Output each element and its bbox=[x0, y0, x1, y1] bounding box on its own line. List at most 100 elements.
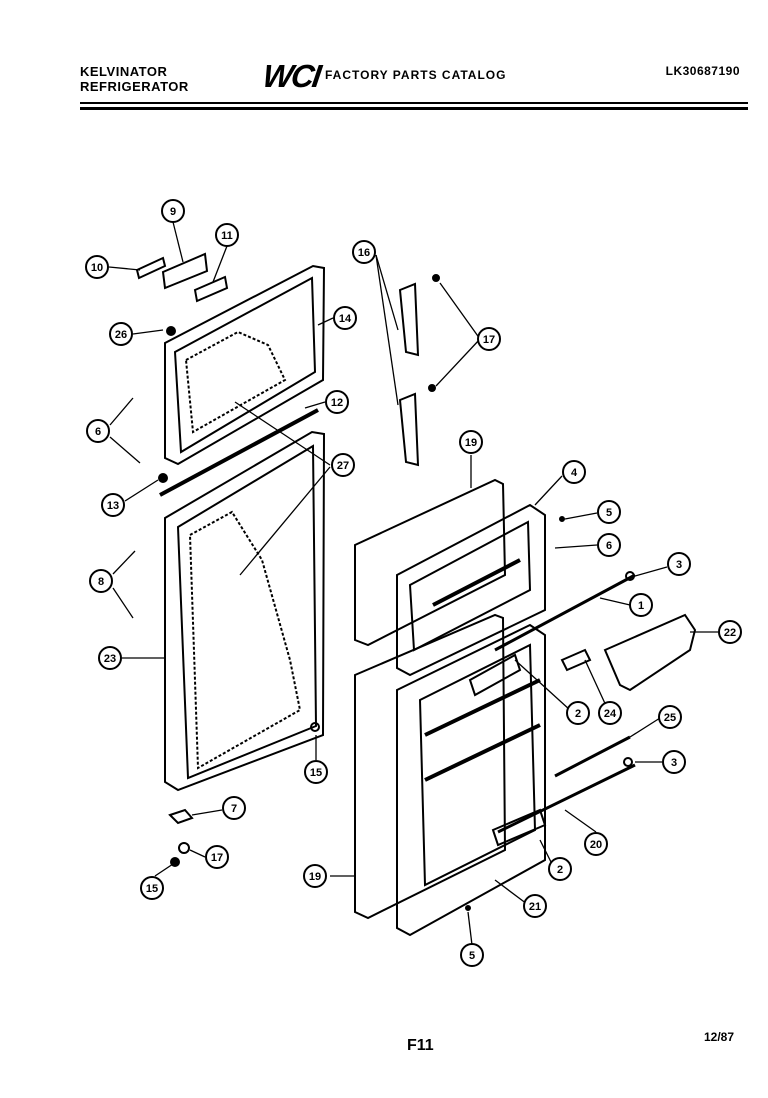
callout-circle bbox=[98, 646, 122, 670]
cover-22 bbox=[603, 613, 697, 692]
callout-c1: 1 bbox=[629, 593, 653, 617]
callout-circle bbox=[333, 306, 357, 330]
part-26 bbox=[166, 326, 176, 336]
page-code: F11 bbox=[407, 1037, 434, 1054]
callout-circle bbox=[523, 894, 547, 918]
model-number: LK30687190 bbox=[665, 64, 740, 78]
catalog-title: FACTORY PARTS CATALOG bbox=[325, 68, 507, 82]
callout-c21: 21 bbox=[523, 894, 547, 918]
callout-layer: 9111026146122713823157171516171945631222… bbox=[85, 199, 742, 967]
callout-c5-bottom: 5 bbox=[460, 943, 484, 967]
callout-number: 15 bbox=[310, 767, 322, 779]
callout-circle bbox=[89, 569, 113, 593]
callout-number: 17 bbox=[211, 852, 223, 864]
callout-number: 19 bbox=[465, 437, 477, 449]
callout-number: 23 bbox=[104, 653, 116, 665]
callout-number: 5 bbox=[469, 950, 475, 962]
callout-circle bbox=[597, 500, 621, 524]
product-type: REFRIGERATOR bbox=[80, 79, 189, 94]
trim-10 bbox=[135, 256, 167, 280]
callout-circle bbox=[658, 705, 682, 729]
callout-number: 9 bbox=[170, 206, 176, 218]
handles-group bbox=[398, 274, 440, 467]
callout-circle bbox=[331, 453, 355, 477]
callout-c19-top: 19 bbox=[459, 430, 483, 454]
callout-number: 24 bbox=[604, 708, 617, 720]
leader-lines bbox=[108, 221, 718, 946]
callout-number: 3 bbox=[671, 757, 677, 769]
callout-c6-right: 6 bbox=[597, 533, 621, 557]
screw-lower bbox=[428, 384, 436, 392]
callout-circle bbox=[598, 701, 622, 725]
callout-circle bbox=[215, 223, 239, 247]
callout-c13: 13 bbox=[101, 493, 125, 517]
gasket-strip-12 bbox=[159, 408, 319, 497]
callout-number: 11 bbox=[221, 230, 233, 242]
callout-number: 13 bbox=[107, 500, 119, 512]
callout-c16: 16 bbox=[352, 240, 376, 264]
callout-number: 21 bbox=[529, 901, 541, 913]
rail-1 bbox=[494, 573, 636, 652]
callout-c6-left: 6 bbox=[86, 419, 110, 443]
callout-circle bbox=[566, 701, 590, 725]
callout-circle bbox=[667, 552, 691, 576]
callout-number: 3 bbox=[676, 559, 682, 571]
callout-circle bbox=[86, 419, 110, 443]
callout-c19-bottom: 19 bbox=[303, 864, 327, 888]
callout-number: 7 bbox=[231, 803, 237, 815]
callout-c2-bottom: 2 bbox=[548, 857, 572, 881]
callout-c15-right: 15 bbox=[304, 760, 328, 784]
callout-c27: 27 bbox=[331, 453, 355, 477]
callout-number: 8 bbox=[98, 576, 104, 588]
inner-panel-lower bbox=[396, 623, 546, 937]
callout-circle bbox=[101, 493, 125, 517]
callout-c11: 11 bbox=[215, 223, 239, 247]
callout-number: 6 bbox=[606, 540, 612, 552]
freezer-door-outer bbox=[164, 264, 326, 466]
callout-c25: 25 bbox=[658, 705, 682, 729]
callout-circle bbox=[222, 796, 246, 820]
callout-number: 1 bbox=[638, 600, 644, 612]
rod-25 bbox=[554, 735, 631, 778]
callout-circle bbox=[85, 255, 109, 279]
callout-c15-bottom: 15 bbox=[140, 876, 164, 900]
shelf-lip-low bbox=[424, 723, 541, 782]
callout-circle bbox=[548, 857, 572, 881]
callout-circle bbox=[325, 390, 349, 414]
callout-c5-top: 5 bbox=[597, 500, 621, 524]
handle-upper bbox=[398, 282, 420, 357]
callout-c2-top: 2 bbox=[566, 701, 590, 725]
callout-number: 4 bbox=[571, 467, 578, 479]
brand-block: KELVINATOR REFRIGERATOR bbox=[80, 64, 189, 94]
callout-circle bbox=[205, 845, 229, 869]
fresh-food-door-assembly bbox=[164, 430, 326, 867]
screw-5-bottom bbox=[465, 905, 471, 911]
callout-number: 2 bbox=[575, 708, 581, 720]
callout-c9-top: 9 bbox=[161, 199, 185, 223]
freezer-door-assembly bbox=[135, 252, 326, 497]
callout-c17-bottom: 17 bbox=[205, 845, 229, 869]
hinge-7 bbox=[168, 808, 194, 825]
end-cap-3-top bbox=[625, 571, 635, 581]
callout-circle bbox=[304, 760, 328, 784]
callout-number: 15 bbox=[146, 883, 158, 895]
part-13 bbox=[158, 473, 168, 483]
callout-c12: 12 bbox=[325, 390, 349, 414]
callout-c26: 26 bbox=[109, 322, 133, 346]
callout-circle bbox=[718, 620, 742, 644]
callout-number: 6 bbox=[95, 426, 101, 438]
callout-c22: 22 bbox=[718, 620, 742, 644]
fresh-food-door-inner bbox=[176, 444, 318, 780]
callout-circle bbox=[584, 832, 608, 856]
callout-c24: 24 bbox=[598, 701, 622, 725]
callout-circle bbox=[597, 533, 621, 557]
freezer-door-inner bbox=[173, 276, 317, 454]
freezer-door-liner bbox=[184, 330, 287, 434]
part-17-bottom bbox=[178, 842, 190, 854]
gasket-19-bottom bbox=[354, 613, 507, 920]
shelf-lip-mid bbox=[424, 678, 541, 737]
rail-20 bbox=[497, 763, 636, 834]
callout-number: 5 bbox=[606, 507, 612, 519]
callout-number: 20 bbox=[590, 839, 602, 851]
callout-circle bbox=[460, 943, 484, 967]
